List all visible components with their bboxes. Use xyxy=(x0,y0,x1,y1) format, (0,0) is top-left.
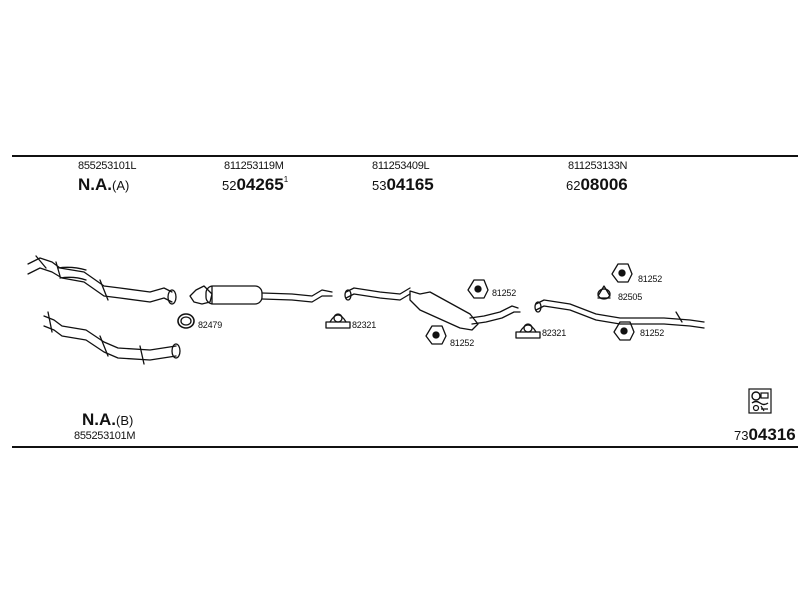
part-number-middle-silencer: 811253409L xyxy=(372,160,430,172)
ref-front-pipe-a: N.A.(A) xyxy=(78,175,129,195)
rubber-hanger-1-drawing xyxy=(467,279,489,299)
front-silencer-drawing xyxy=(189,285,333,305)
ref-suffix: (A) xyxy=(112,178,130,193)
ref-front-pipe-b: N.A.(B) xyxy=(82,410,133,430)
tail-pipe-drawing xyxy=(534,299,705,329)
ref-front-silencer: 52042651 xyxy=(222,175,288,195)
clamp-82321-drawing xyxy=(325,313,351,329)
part-number-front-pipe-b: 855253101M xyxy=(74,430,136,442)
middle-silencer-drawing xyxy=(344,287,521,331)
ref-prefix: 53 xyxy=(372,178,387,193)
ref-suffix: (B) xyxy=(116,413,134,428)
label-clamp-ring: 82479 xyxy=(198,320,223,330)
clamp-ring-82479-drawing xyxy=(177,313,195,329)
label-bracket: 82505 xyxy=(618,292,643,302)
ref-main: 04265 xyxy=(236,175,284,194)
label-clamp-1: 82321 xyxy=(352,320,377,330)
bracket-82505-drawing xyxy=(597,285,611,300)
part-number-front-silencer: 811253119M xyxy=(224,160,284,172)
ref-prefix: 52 xyxy=(222,178,237,193)
part-number-tail-pipe: 811253133N xyxy=(568,160,628,172)
front-pipe-a-drawing xyxy=(27,255,177,305)
ref-middle-silencer: 5304165 xyxy=(372,175,434,195)
label-clamp-2: 82321 xyxy=(542,328,567,338)
ref-main: 04316 xyxy=(748,425,796,444)
label-hanger-2: 81252 xyxy=(450,338,475,348)
part-number-front-pipe-a: 855253101L xyxy=(78,160,137,172)
clamp-82321-second-drawing xyxy=(515,323,541,339)
ref-tail-pipe: 6208006 xyxy=(566,175,628,195)
ref-main: 08006 xyxy=(580,175,628,194)
label-hanger-1: 81252 xyxy=(492,288,517,298)
front-pipe-b-drawing xyxy=(43,311,181,365)
ref-fitting-kit: 7304316 xyxy=(734,425,796,445)
ref-main: N.A. xyxy=(78,175,112,194)
ref-superscript: 1 xyxy=(283,175,289,184)
rubber-hanger-3-drawing xyxy=(611,263,633,283)
ref-prefix: 73 xyxy=(734,428,749,443)
ref-prefix: 62 xyxy=(566,178,581,193)
fitting-kit-icon xyxy=(748,388,772,414)
ref-main: N.A. xyxy=(82,410,116,429)
label-hanger-3: 81252 xyxy=(638,274,663,284)
rubber-hanger-4-drawing xyxy=(613,321,635,341)
bottom-rule xyxy=(12,446,798,448)
top-rule xyxy=(12,155,798,157)
label-hanger-4: 81252 xyxy=(640,328,665,338)
ref-main: 04165 xyxy=(386,175,434,194)
rubber-hanger-2-drawing xyxy=(425,325,447,345)
